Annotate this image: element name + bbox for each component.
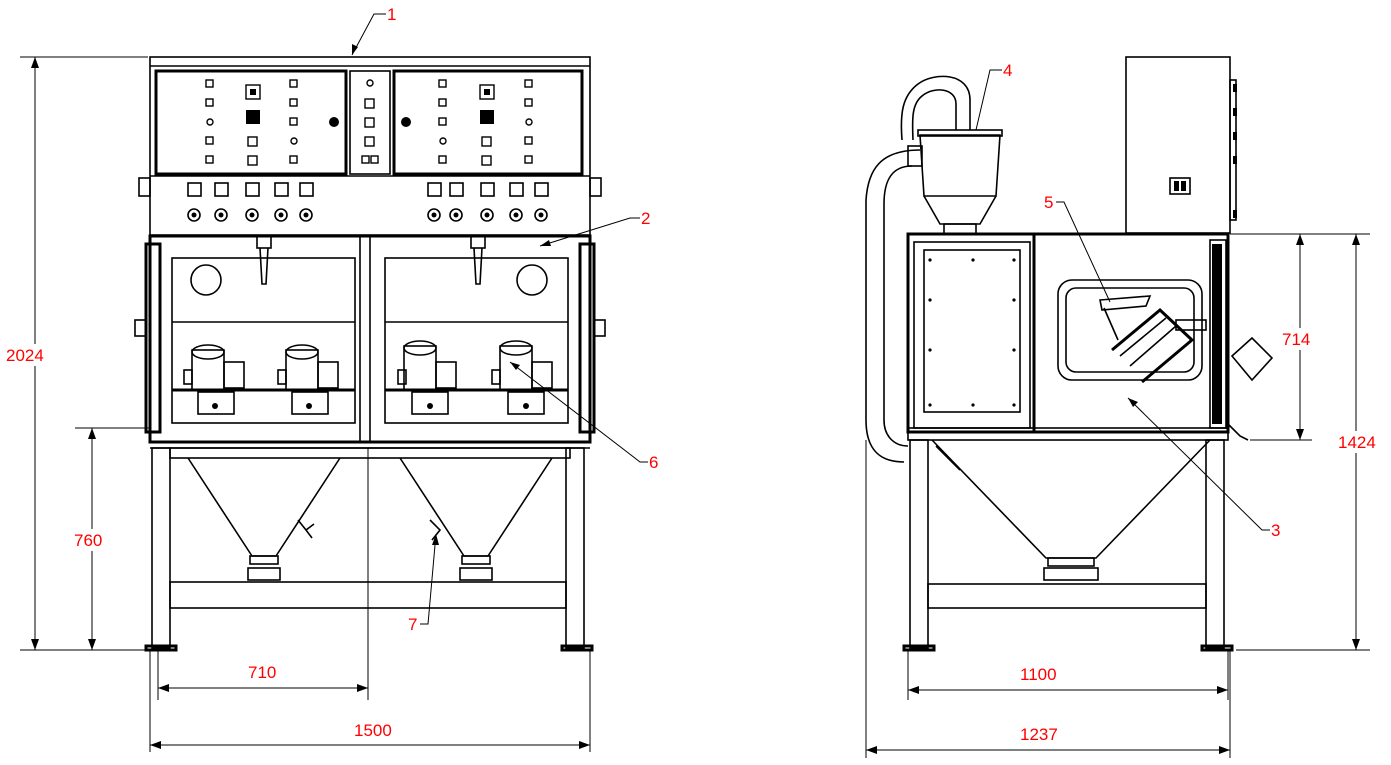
dim-leg-height: 760 [74,531,102,550]
dim-half-width: 710 [248,663,276,682]
callout-4: 4 [975,61,1012,131]
svg-text:7: 7 [408,615,417,634]
lower-panel-controls [187,182,549,222]
front-frame-and-hoppers [144,447,594,652]
center-panel-indicators [361,79,379,164]
svg-text:4: 4 [1003,61,1012,80]
side-cabinet [906,232,1274,441]
right-panel-indicators [438,79,533,166]
motor-2 [277,344,339,415]
callout-6: 6 [509,361,658,472]
svg-text:3: 3 [1271,521,1280,540]
front-view: 2024 760 710 1500 [6,56,606,752]
electrical-box [1125,56,1237,234]
dim-overall-height: 2024 [6,346,44,365]
callout-1: 1 [351,5,396,56]
dim-overall-width: 1500 [354,721,392,740]
cyclone-separator [865,75,1003,463]
dim-overall-depth: 1237 [1020,725,1058,744]
front-dimensions: 2024 760 710 1500 [6,56,591,752]
svg-text:1: 1 [387,5,396,24]
callout-3: 3 [1127,397,1280,540]
motor-3 [397,340,457,415]
side-view: 714 1424 1100 1237 [865,56,1384,758]
motor-4 [491,340,553,415]
side-dimensions: 714 1424 1100 1237 [865,233,1384,758]
callout-5: 5 [1044,193,1111,303]
callouts: 1 2 3 4 5 6 7 [351,5,1280,634]
motor-1 [183,344,245,415]
svg-text:2: 2 [641,209,650,228]
dim-frame-width: 1100 [1020,665,1057,684]
callout-2: 2 [539,209,650,247]
svg-text:5: 5 [1044,193,1053,212]
callout-7: 7 [408,533,439,634]
dim-cabinet-height: 1424 [1338,433,1376,452]
left-panel-indicators [205,79,298,166]
motors [183,340,553,415]
side-frame-and-hopper [902,439,1234,652]
dim-window-height: 714 [1282,330,1310,349]
svg-text:6: 6 [649,453,658,472]
cabinet-chambers [134,234,606,449]
